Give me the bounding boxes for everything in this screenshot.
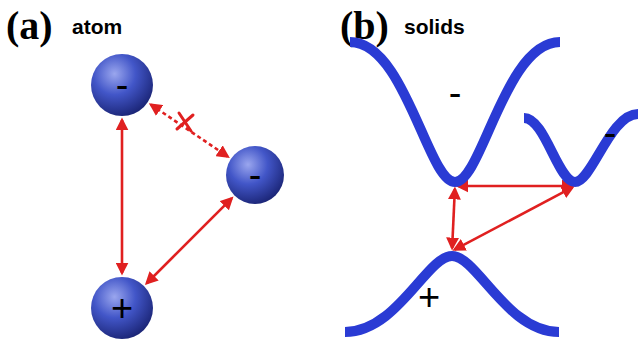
panel-label: solids	[404, 16, 465, 37]
charge-sign: -	[249, 156, 262, 194]
charge-sign: -	[116, 66, 129, 104]
energy-band: +	[345, 250, 559, 338]
panel-label: (a)	[6, 6, 53, 46]
charge-sign: -	[604, 114, 617, 152]
blocked-cross	[177, 113, 193, 131]
interaction-arrow	[151, 105, 228, 157]
interaction-arrow	[455, 187, 573, 249]
interaction-arrow	[147, 198, 232, 283]
charge-sign: +	[418, 278, 440, 316]
interaction-arrow	[121, 120, 124, 273]
charge-sphere: -	[225, 145, 285, 205]
band-curve	[350, 36, 560, 188]
band-curve	[520, 108, 642, 186]
energy-band: -	[520, 108, 642, 186]
charge-sign: -	[449, 74, 462, 112]
charge-sphere: -	[90, 53, 154, 117]
charge-sign: +	[111, 289, 133, 327]
interaction-arrow	[452, 189, 455, 248]
band-curve	[345, 250, 559, 338]
energy-band: -	[350, 36, 560, 188]
panel-label: atom	[72, 16, 122, 37]
charge-sphere: +	[90, 276, 154, 340]
interaction-arrow	[458, 185, 572, 188]
